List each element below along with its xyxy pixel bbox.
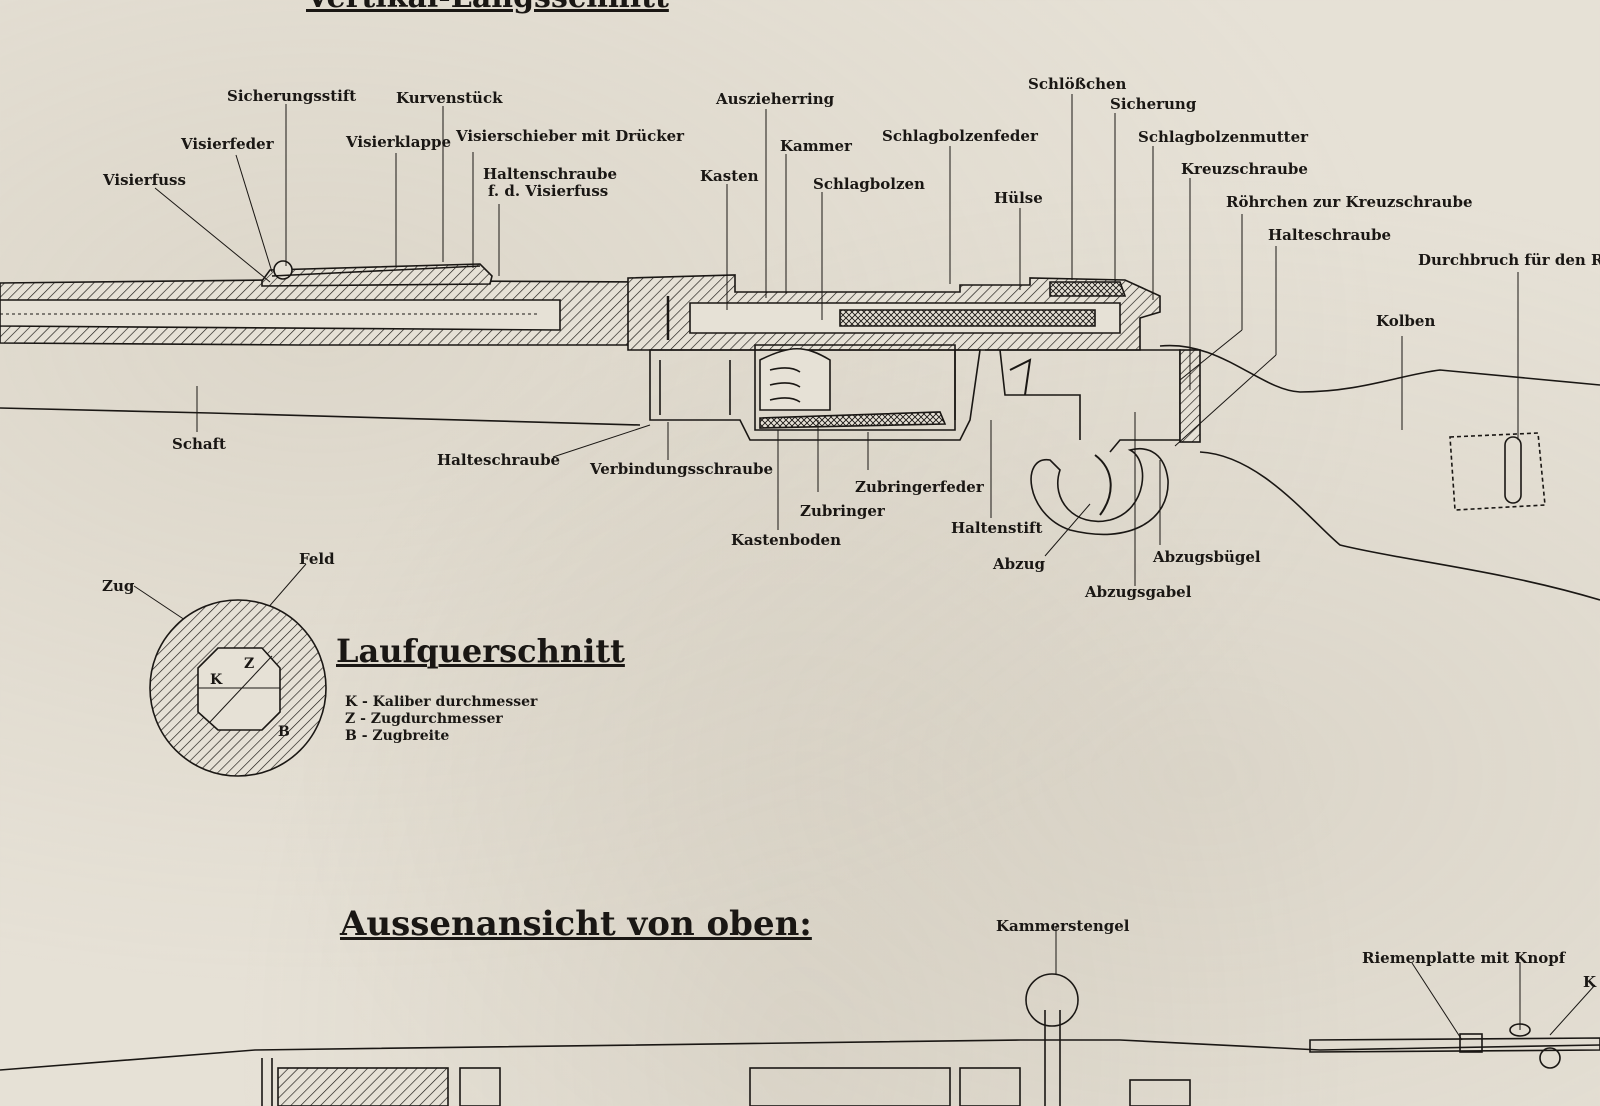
label-visierfeder: Visierfeder xyxy=(181,135,274,153)
label-kreuzschraube: Kreuzschraube xyxy=(1181,160,1308,178)
label-zubringer: Zubringer xyxy=(800,502,885,520)
label-kurvenstueck: Kurvenstück xyxy=(396,89,503,107)
mark-k: K xyxy=(210,672,223,688)
leader-lines xyxy=(133,94,1596,1041)
label-k-edge: K xyxy=(1583,973,1597,991)
mark-b: B xyxy=(278,724,290,740)
label-auszieherring: Auszieherring xyxy=(716,90,835,108)
label-visierklappe: Visierklappe xyxy=(346,133,451,151)
label-huelse: Hülse xyxy=(994,189,1043,207)
label-visierschieber: Visierschieber mit Drücker xyxy=(456,127,685,145)
label-kammerstengel: Kammerstengel xyxy=(996,917,1130,935)
label-schlagbolzen: Schlagbolzen xyxy=(813,175,925,193)
magazine xyxy=(649,344,981,441)
legend-k: K - Kaliber durchmesser xyxy=(345,694,538,710)
label-zug: Zug xyxy=(102,577,135,595)
label-halteschraube-top: Halteschraube xyxy=(1268,226,1392,244)
label-haltenstift: Haltenstift xyxy=(951,519,1043,537)
label-haltenschraube-1: Haltenschraube xyxy=(483,165,618,183)
label-abzugsbuegel: Abzugsbügel xyxy=(1153,548,1261,566)
label-verbindungsschraube: Verbindungsschraube xyxy=(590,460,774,478)
label-schlagbolzenfeder: Schlagbolzenfeder xyxy=(882,127,1038,145)
stock-forend xyxy=(0,407,641,426)
rear-sight xyxy=(261,260,493,287)
label-riemenplatte: Riemenplatte mit Knopf xyxy=(1362,949,1566,967)
barrel xyxy=(0,279,641,346)
label-schlagbolzenmutter: Schlagbolzenmutter xyxy=(1138,128,1309,146)
legend-z: Z - Zugdurchmesser xyxy=(345,711,503,727)
section-title-top-view: Aussenansicht von oben: xyxy=(340,904,812,944)
mark-z: Z xyxy=(244,656,255,672)
label-roehrchen: Röhrchen zur Kreuzschraube xyxy=(1226,193,1473,211)
label-schloesschen: Schlößchen xyxy=(1028,75,1127,93)
label-schaft: Schaft xyxy=(172,435,226,453)
label-durchbruch: Durchbruch für den Riem xyxy=(1418,251,1600,269)
barrel-cross-section xyxy=(149,599,327,777)
label-feld: Feld xyxy=(299,550,335,568)
label-abzug: Abzug xyxy=(993,555,1046,573)
trigger-group xyxy=(985,349,1201,536)
top-view-rifle xyxy=(0,973,1600,1106)
label-kolben: Kolben xyxy=(1376,312,1436,330)
label-visierfuss: Visierfuss xyxy=(103,171,186,189)
receiver xyxy=(627,274,1161,351)
label-halteschraube-low: Halteschraube xyxy=(437,451,561,469)
label-sicherungsstift: Sicherungsstift xyxy=(227,87,357,105)
label-abzugsgabel: Abzugsgabel xyxy=(1085,583,1192,601)
label-kasten: Kasten xyxy=(700,167,759,185)
buttstock xyxy=(1159,344,1600,601)
label-kammer: Kammer xyxy=(780,137,852,155)
section-title-barrel-cross-section: Laufquerschnitt xyxy=(336,632,625,670)
label-sicherung: Sicherung xyxy=(1110,95,1197,113)
label-kastenboden: Kastenboden xyxy=(731,531,842,549)
label-haltenschraube-2: f. d. Visierfuss xyxy=(488,182,609,200)
label-zubringerfeder: Zubringerfeder xyxy=(855,478,984,496)
legend-b: B - Zugbreite xyxy=(345,728,450,744)
section-title-longitudinal: Vertikal-Längsschnitt xyxy=(306,0,669,15)
